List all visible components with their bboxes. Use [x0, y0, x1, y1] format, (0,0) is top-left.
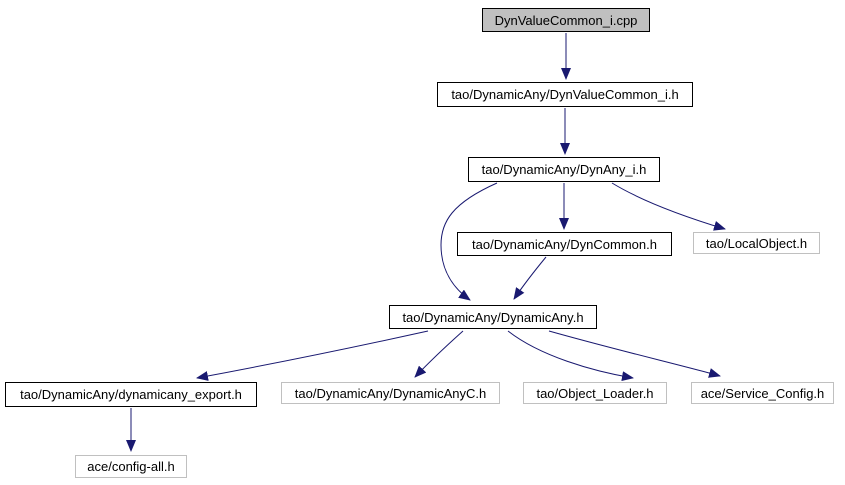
edge-dynany-i-h-to-dynamicany-h: [440, 182, 498, 301]
edge-dynamicany-h-to-dynamicanyc-h: [414, 330, 464, 378]
edge-dynamicany-h-to-service-config-h: [548, 330, 721, 378]
node-dyncommon-h[interactable]: tao/DynamicAny/DynCommon.h: [457, 232, 672, 256]
edge-dynany-i-h-to-localobject-h: [611, 182, 726, 231]
node-dynvaluecommon-i-h[interactable]: tao/DynamicAny/DynValueCommon_i.h: [437, 82, 693, 107]
edge-dynamicany-h-to-export-h: [196, 330, 429, 381]
node-dynamicany-h[interactable]: tao/DynamicAny/DynamicAny.h: [389, 305, 597, 329]
node-dynamicany-export-h[interactable]: tao/DynamicAny/dynamicany_export.h: [5, 382, 257, 407]
edge-dynamicany-h-to-object-loader-h: [507, 330, 634, 382]
node-service-config-h: ace/Service_Config.h: [691, 382, 834, 404]
node-localobject-h: tao/LocalObject.h: [693, 232, 820, 254]
edge-dyncommon-h-to-dynamicany-h: [513, 256, 547, 300]
node-dynamicanyc-h: tao/DynamicAny/DynamicAnyC.h: [281, 382, 500, 404]
node-config-all-h: ace/config-all.h: [75, 455, 187, 478]
node-dynany-i-h[interactable]: tao/DynamicAny/DynAny_i.h: [468, 157, 660, 182]
node-object-loader-h: tao/Object_Loader.h: [523, 382, 667, 404]
node-dynvaluecommon-i-cpp: DynValueCommon_i.cpp: [482, 8, 650, 32]
